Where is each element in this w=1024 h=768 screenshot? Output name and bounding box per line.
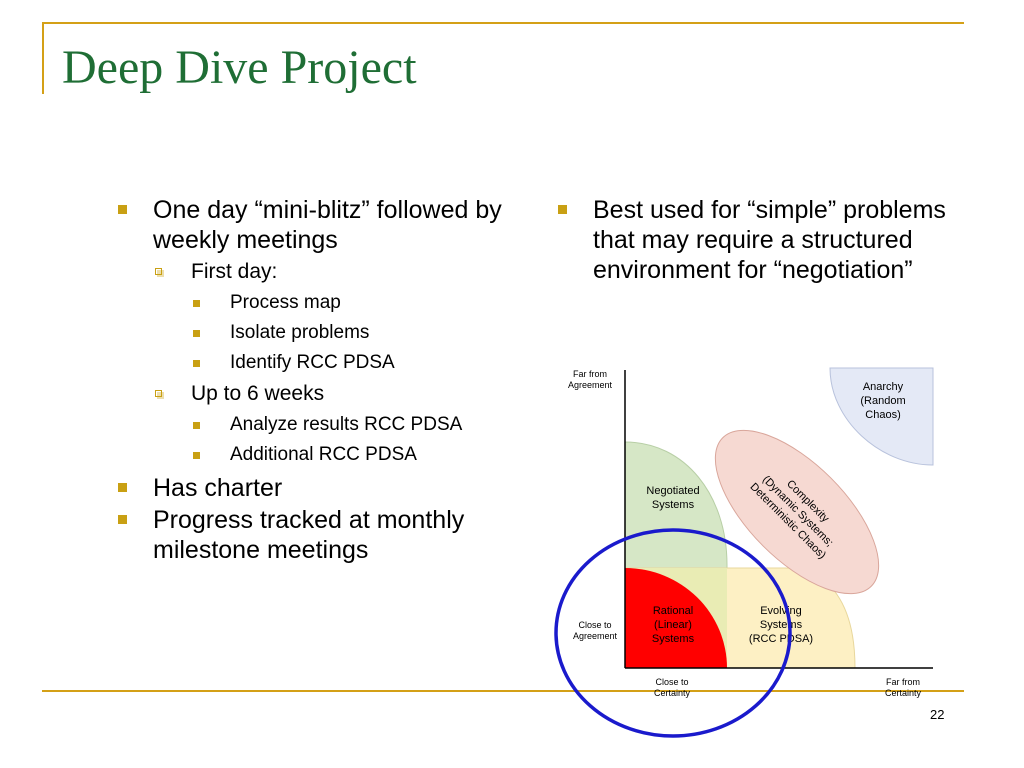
- bullet-text: First day:: [191, 260, 278, 283]
- stacey-matrix-diagram: Far from Agreement Close to Agreement Cl…: [554, 367, 934, 738]
- svg-text:Certainty: Certainty: [654, 688, 691, 698]
- bullet-text: Process map: [230, 292, 341, 313]
- svg-text:(Linear): (Linear): [654, 619, 692, 631]
- y-axis-bottom-label: Close to: [578, 620, 611, 630]
- bullet-marker: [118, 515, 127, 524]
- hollow-square-marker: [155, 268, 164, 277]
- negotiated-label: Negotiated: [646, 485, 699, 497]
- svg-text:Negotiated: Negotiated: [646, 485, 699, 497]
- svg-text:Systems: Systems: [652, 633, 695, 645]
- svg-text:Systems: Systems: [652, 499, 695, 511]
- bullet-marker: [193, 300, 200, 307]
- bullet-text: Isolate problems: [230, 322, 370, 343]
- rational-region: [625, 568, 727, 668]
- evolving-label: Evolving: [760, 605, 802, 617]
- svg-text:Chaos): Chaos): [865, 409, 900, 421]
- complexity-ellipse: [714, 429, 880, 595]
- sub-sub-bullet: Process map: [113, 291, 533, 315]
- bullet-text: Analyze results RCC PDSA: [230, 414, 463, 435]
- bullet-progress: Progress tracked at monthly milestone me…: [113, 505, 533, 565]
- left-rule: [42, 22, 44, 94]
- bullet-best-used: Best used for “simple” problems that may…: [553, 195, 973, 285]
- svg-text:Far from: Far from: [886, 677, 920, 687]
- anarchy-label: Chaos): [865, 409, 900, 421]
- bullet-text: One day “mini-blitz” followed by weekly …: [153, 196, 502, 254]
- svg-text:Evolving: Evolving: [760, 605, 802, 617]
- bullet-marker: [193, 330, 200, 337]
- top-rule: [42, 22, 964, 24]
- svg-text:Rational: Rational: [653, 605, 693, 617]
- svg-text:Anarchy: Anarchy: [863, 381, 904, 393]
- right-bullet-list: Best used for “simple” problems that may…: [553, 195, 973, 287]
- svg-text:(RCC PDSA): (RCC PDSA): [749, 633, 813, 645]
- sub-sub-bullet: Analyze results RCC PDSA: [113, 413, 533, 437]
- sub-sub-bullet: Isolate problems: [113, 321, 533, 345]
- bullet-text: Up to 6 weeks: [191, 382, 325, 405]
- rational-label: Systems: [652, 633, 695, 645]
- svg-text:Systems: Systems: [760, 619, 803, 631]
- hollow-square-marker: [155, 390, 164, 399]
- svg-text:Close to: Close to: [655, 677, 688, 687]
- x-axis-left-label: Certainty: [654, 688, 691, 698]
- sub-sub-bullet: Additional RCC PDSA: [113, 443, 533, 467]
- svg-text:Agreement: Agreement: [573, 631, 618, 641]
- slide-title: Deep Dive Project: [62, 41, 417, 94]
- bullet-text: Best used for “simple” problems that may…: [593, 196, 946, 284]
- sub-bullet-first-day: First day:: [113, 259, 533, 285]
- bullet-charter: Has charter: [113, 473, 533, 503]
- y-axis-bottom-label: Agreement: [573, 631, 618, 641]
- anarchy-region: [829, 367, 934, 466]
- rational-label: (Linear): [654, 619, 692, 631]
- y-axis-top-label: Agreement: [568, 380, 613, 390]
- svg-text:Close to: Close to: [578, 620, 611, 630]
- page-number: 22: [930, 707, 945, 722]
- x-axis-left-label: Close to: [655, 677, 688, 687]
- bullet-marker: [193, 422, 200, 429]
- svg-text:Agreement: Agreement: [568, 380, 613, 390]
- negotiated-label: Systems: [652, 499, 695, 511]
- svg-text:(Random: (Random: [860, 395, 905, 407]
- bullet-marker: [118, 205, 127, 214]
- bullet-text: Has charter: [153, 474, 283, 502]
- bullet-text: Identify RCC PDSA: [230, 352, 395, 373]
- x-axis-right-label: Certainty: [885, 688, 922, 698]
- evolving-label: (RCC PDSA): [749, 633, 813, 645]
- bottom-rule: [42, 690, 964, 692]
- bullet-marker: [193, 452, 200, 459]
- bullet-marker: [193, 360, 200, 367]
- sub-sub-bullet: Identify RCC PDSA: [113, 351, 533, 375]
- anarchy-label: (Random: [860, 395, 905, 407]
- bullet-marker: [118, 483, 127, 492]
- rational-label: Rational: [653, 605, 693, 617]
- left-bullet-list: One day “mini-blitz” followed by weekly …: [113, 195, 533, 567]
- anarchy-label: Anarchy: [863, 381, 904, 393]
- svg-text:Certainty: Certainty: [885, 688, 922, 698]
- bullet-marker: [558, 205, 567, 214]
- bullet-text: Additional RCC PDSA: [230, 444, 417, 465]
- highlight-circle: [554, 528, 792, 738]
- svg-text:Far from: Far from: [573, 369, 607, 379]
- x-axis-right-label: Far from: [886, 677, 920, 687]
- bullet-text: Progress tracked at monthly milestone me…: [153, 506, 465, 564]
- bullet-mini-blitz: One day “mini-blitz” followed by weekly …: [113, 195, 533, 255]
- sub-bullet-weeks: Up to 6 weeks: [113, 381, 533, 407]
- evolving-label: Systems: [760, 619, 803, 631]
- y-axis-top-label: Far from: [573, 369, 607, 379]
